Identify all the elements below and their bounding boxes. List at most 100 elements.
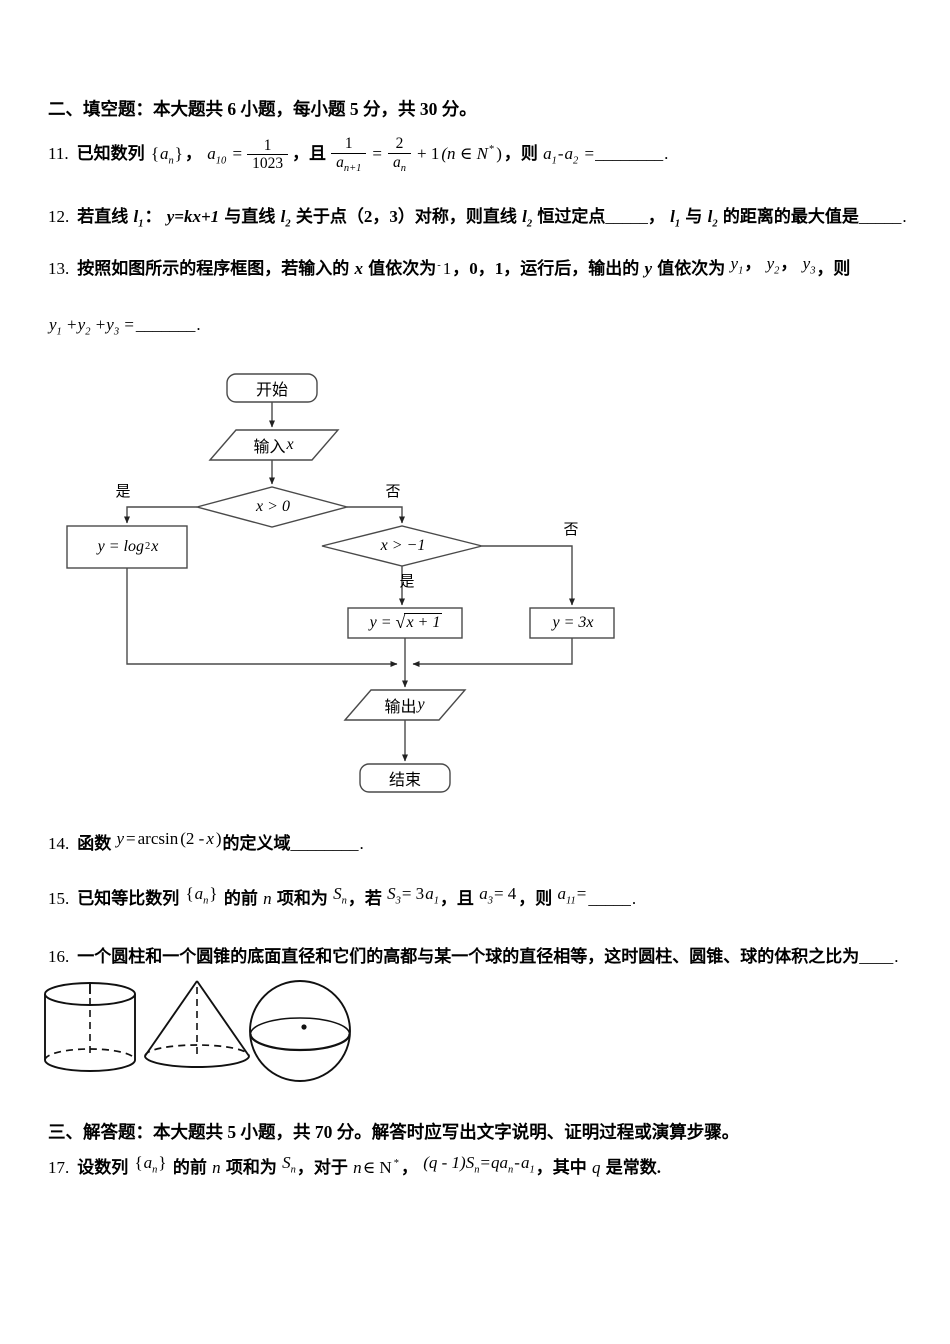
var-y1: y1: [731, 254, 744, 276]
answer-blank: ________: [290, 833, 359, 853]
sqrt-branch-label: y = √x + 1: [349, 608, 463, 638]
sub: 3: [113, 326, 120, 338]
var: x: [206, 828, 214, 848]
var: a: [143, 1153, 153, 1173]
answer-blank: _____: [588, 888, 631, 908]
question-number: 16.: [48, 946, 70, 966]
label: x > −1: [380, 536, 426, 554]
sqrt-branch-shape: [347, 606, 463, 639]
text-fragment: 与: [685, 206, 703, 226]
var: y: [116, 828, 125, 848]
var: a: [393, 153, 401, 171]
var: a: [336, 153, 344, 171]
wire-yes1: [124, 505, 197, 524]
sub: 2: [774, 265, 780, 277]
numerator: 1: [344, 135, 353, 152]
var: a: [520, 1153, 530, 1173]
question-12: 12.若直线 l1： y=kx+1 与直线 l2 关于点（2，3）对称，则直线 …: [48, 203, 914, 233]
arcsin-formula: y=arcsin(2 -x): [116, 825, 223, 852]
sub: 1: [738, 265, 744, 277]
text-fragment: ，: [184, 143, 202, 163]
label: 否: [385, 484, 401, 501]
var: S: [333, 883, 342, 903]
equals: =: [372, 143, 382, 163]
text-fragment: ，若: [347, 888, 382, 908]
sub: 2: [526, 218, 533, 230]
wire-log-merge: [126, 567, 398, 667]
plus-one: + 1: [417, 143, 440, 163]
equals: = 4: [493, 883, 517, 903]
domain-condition: (n ∈ N*): [441, 144, 503, 163]
cylinder-figure: [44, 982, 136, 1073]
var-y2: y2: [767, 254, 780, 276]
text-fragment: 已知等比数列: [77, 888, 180, 908]
text-fragment: 的定义域: [222, 833, 291, 853]
var: qa: [491, 1153, 509, 1173]
y-values: y1， y2， y3: [730, 250, 817, 280]
var-y3: y3: [802, 254, 816, 276]
var: a: [479, 883, 488, 903]
no1-label: 否: [380, 480, 406, 502]
star: *: [488, 144, 495, 156]
text-fragment: 关于点（2，3）对称，则直线: [295, 206, 517, 226]
sub: 1: [551, 155, 557, 167]
star: *: [393, 1158, 399, 1170]
var: a: [194, 883, 204, 903]
text-fragment: 值依次为: [657, 259, 726, 279]
text-fragment: 设数列: [77, 1158, 129, 1178]
denominator: an: [388, 152, 411, 175]
answer-blank: _____: [858, 206, 902, 226]
question-number: 13.: [48, 259, 70, 279]
var: l: [707, 206, 713, 226]
brace: }: [209, 883, 218, 903]
text-fragment: 已知数列: [76, 143, 145, 163]
var: y: [106, 315, 114, 335]
figures-canvas: [44, 980, 351, 1083]
denominator: 1023: [247, 154, 289, 173]
math-a10: a10: [207, 144, 227, 167]
end-node-shape: [359, 762, 451, 793]
text-fragment: 与直线: [224, 206, 276, 226]
plus: +: [67, 315, 77, 335]
text-fragment: ，且: [439, 888, 474, 908]
line-l1: l1: [134, 207, 144, 229]
sub: 10: [215, 155, 227, 167]
comma: ，: [744, 254, 762, 274]
text-fragment: 项和为: [225, 1158, 277, 1178]
var: a: [160, 143, 169, 163]
period: .: [196, 315, 201, 335]
question-14: 14.函数 y=arcsin(2 -x)的定义域________.: [48, 829, 914, 857]
label: 输入: [253, 438, 286, 456]
text-fragment: ，则: [816, 259, 851, 279]
radical-sign: √: [395, 612, 406, 633]
label: y = 3x: [552, 613, 594, 631]
sub: n: [341, 895, 347, 907]
var: y: [417, 695, 425, 713]
var-q: q: [591, 1158, 601, 1178]
sub: n: [474, 1164, 480, 1176]
sub: 3: [487, 895, 493, 907]
brace: {: [134, 1153, 143, 1173]
var: a: [425, 883, 434, 903]
equals: = 3: [401, 883, 425, 903]
wire-no1: [347, 505, 405, 524]
var-n: n: [263, 888, 272, 908]
label: x > 0: [256, 497, 290, 515]
sub: 2: [285, 218, 291, 230]
math-sequence-notation: {an}: [134, 1149, 168, 1179]
var: y: [802, 254, 811, 274]
sub: n: [168, 155, 174, 167]
period: .: [631, 888, 637, 908]
label: 开始: [255, 381, 288, 399]
yes2-label: 是: [394, 570, 420, 592]
text-fragment: ，对于: [296, 1158, 348, 1178]
line-l2: l2: [281, 207, 291, 230]
raised-minus: -: [437, 259, 441, 271]
var: a: [543, 143, 552, 163]
radicand: x + 1: [404, 613, 443, 632]
answer-blank: _______: [135, 315, 196, 335]
sphere-center-dot: [301, 1024, 307, 1030]
